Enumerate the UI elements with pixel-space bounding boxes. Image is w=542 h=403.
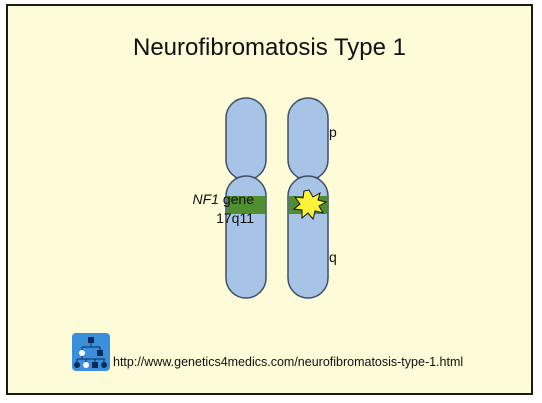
nf1-gene-band-normal	[227, 196, 265, 214]
slide-title: Neurofibromatosis Type 1	[132, 34, 407, 61]
q-arm-label: q	[329, 249, 337, 265]
slide: Neurofibromatosis Type 1 NF1 gene 17q11 …	[6, 4, 533, 395]
source-url[interactable]: http://www.genetics4medics.com/neurofibr…	[113, 355, 464, 369]
chromosome-mutated-p-arm	[287, 97, 329, 181]
chromosome-mutated	[287, 97, 329, 299]
chromosome-normal	[225, 97, 267, 299]
gene-word: gene	[218, 191, 254, 207]
chromosome-normal-p-arm	[225, 97, 267, 181]
source-link-row: http://www.genetics4medics.com/neurofibr…	[72, 331, 463, 371]
mutation-burst-icon	[292, 189, 328, 221]
chromosome-diagram	[225, 97, 329, 299]
gene-name: NF1	[192, 191, 219, 207]
gene-label: NF1 gene	[158, 191, 255, 207]
p-arm-label: p	[329, 124, 337, 140]
pedigree-logo-icon	[72, 333, 110, 371]
locus-label: 17q11	[216, 210, 254, 226]
